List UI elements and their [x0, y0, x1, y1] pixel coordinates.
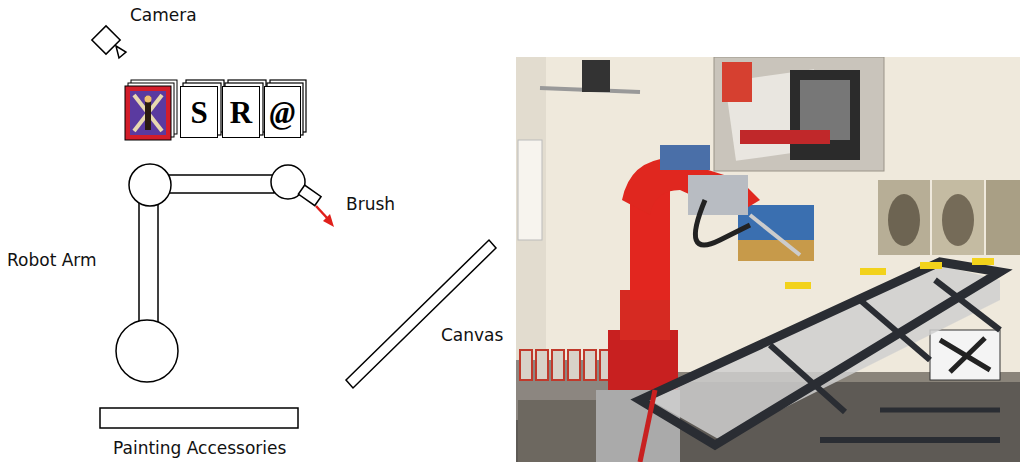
camera-icon [92, 26, 126, 58]
part-label: Camera [130, 5, 197, 25]
canvas-shape [346, 240, 496, 388]
logo-card: @ [264, 86, 301, 138]
logo-letter: S [190, 97, 207, 128]
logo-letter: R [230, 97, 252, 128]
logo-card: S [180, 86, 218, 138]
brush-arrow [316, 206, 334, 227]
part-label: Robot Arm [7, 250, 97, 270]
part-label: Painting Accessories [113, 438, 286, 458]
part-label: Brush [346, 194, 395, 214]
part-label: Canvas [441, 325, 503, 345]
robot-arm [116, 164, 321, 382]
photo [516, 57, 1020, 462]
logo-letter: @ [270, 97, 296, 128]
logo-tile [125, 80, 177, 140]
logo-card: R [222, 86, 260, 138]
accessories-shape [100, 408, 298, 428]
